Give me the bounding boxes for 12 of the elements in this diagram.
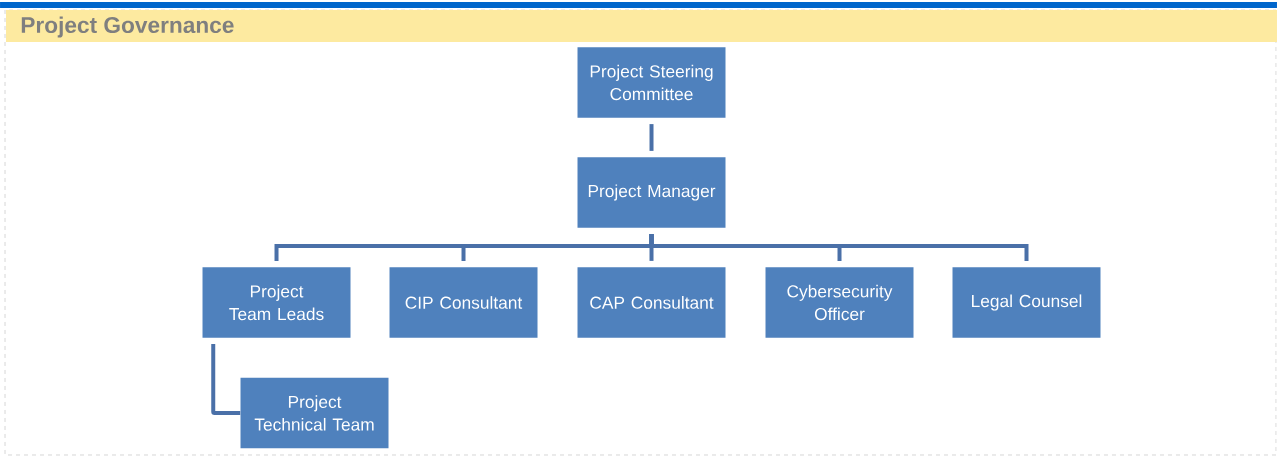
org-box: Legal Counsel (952, 267, 1101, 338)
org-box: Project Technical Team (240, 377, 389, 449)
org-box: Project Manager (577, 157, 726, 228)
connector-line (649, 124, 654, 151)
org-box: Project Steering Committee (577, 47, 726, 118)
connector-line (211, 344, 241, 415)
header-band: Project Governance (6, 10, 1277, 42)
connector-line (649, 234, 1029, 261)
org-box: Project Team Leads (202, 267, 351, 338)
org-box: Cybersecurity Officer (765, 267, 914, 338)
org-box: CIP Consultant (389, 267, 538, 338)
org-box: CAP Consultant (577, 267, 726, 338)
